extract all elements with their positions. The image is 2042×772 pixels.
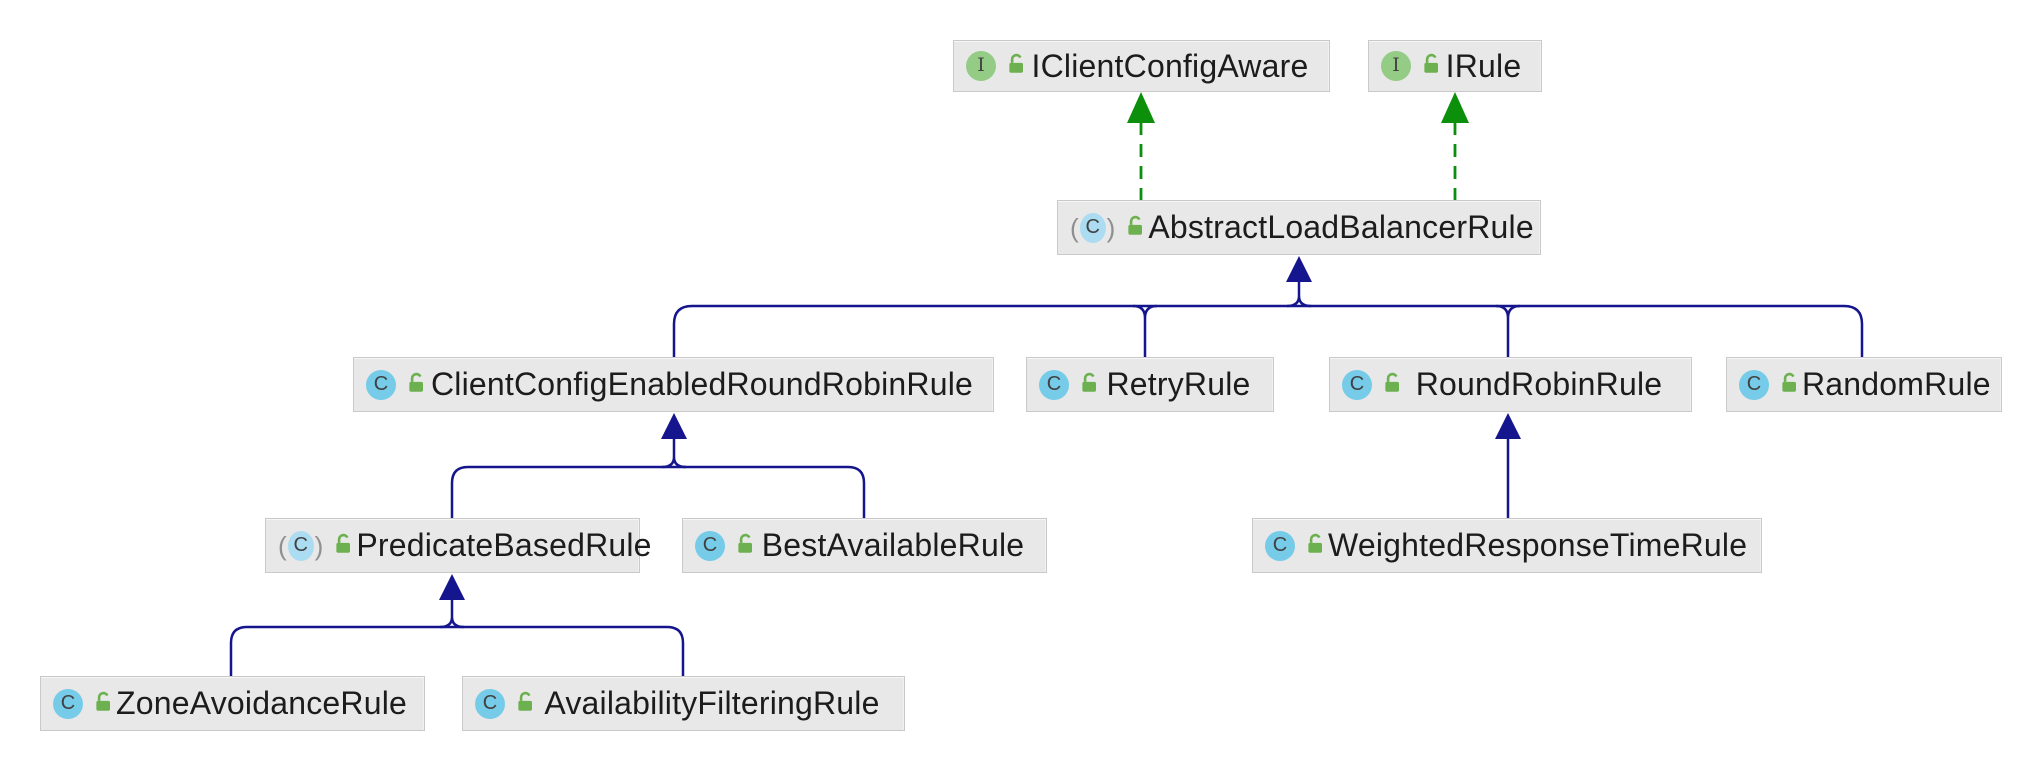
implements-edge-irule bbox=[1441, 92, 1469, 200]
class-name-label: WeightedResponseTimeRule bbox=[1328, 527, 1748, 563]
extends-arrowhead-icon bbox=[1286, 256, 1312, 282]
public-lock-icon bbox=[1424, 53, 1438, 73]
public-lock-icon bbox=[738, 533, 752, 553]
class-node-randomrule[interactable]: C RandomRule bbox=[1726, 357, 2002, 412]
class-name-label: BestAvailableRule bbox=[761, 527, 1025, 563]
class-node-availabilityfilteringrule[interactable]: C AvailabilityFilteringRule bbox=[462, 676, 905, 731]
class-node-zoneavoidancerule[interactable]: C ZoneAvoidanceRule bbox=[40, 676, 425, 731]
class-node-retryrule[interactable]: C RetryRule bbox=[1026, 357, 1274, 412]
public-lock-icon bbox=[1009, 53, 1023, 73]
public-lock-icon bbox=[96, 691, 110, 711]
class-name-label: RandomRule bbox=[1802, 366, 1991, 402]
abstract-class-node-predicatebasedrule[interactable]: C PredicateBasedRule bbox=[265, 518, 651, 573]
public-lock-icon bbox=[1385, 372, 1399, 392]
class-node-roundrobinrule[interactable]: C RoundRobinRule bbox=[1329, 357, 1692, 412]
abstract-class-icon: C bbox=[1070, 212, 1115, 243]
abstract-class-node-abstractloadbalancerrule[interactable]: C AbstractLoadBalancerRule bbox=[1057, 200, 1541, 255]
extends-arrowhead-icon bbox=[661, 413, 687, 439]
implements-edge-iclientconfigaware bbox=[1127, 92, 1155, 200]
public-lock-icon bbox=[336, 533, 351, 553]
extends-edge-to-roundrobinrule bbox=[1495, 413, 1521, 518]
class-name-label: IRule bbox=[1445, 47, 1522, 84]
class-name-label: IClientConfigAware bbox=[1031, 47, 1309, 84]
interface-icon: I bbox=[1381, 51, 1411, 81]
abstract-class-icon: C bbox=[278, 530, 323, 561]
extends-arrowhead-icon bbox=[439, 574, 465, 600]
implements-arrowhead-icon bbox=[1127, 92, 1155, 123]
class-icon: C bbox=[1039, 369, 1069, 400]
public-lock-icon bbox=[518, 691, 532, 711]
extends-edges-to-clientconfigenabledroundrobinrule bbox=[450, 413, 866, 518]
public-lock-icon bbox=[1128, 215, 1143, 235]
class-icon: C bbox=[366, 369, 396, 400]
class-icon: C bbox=[695, 530, 725, 561]
public-lock-icon bbox=[409, 372, 423, 392]
interface-icon: I bbox=[966, 51, 996, 81]
public-lock-icon bbox=[1308, 533, 1322, 553]
class-name-label: ZoneAvoidanceRule bbox=[116, 685, 408, 721]
class-icon: C bbox=[1739, 369, 1769, 400]
class-name-label: PredicateBasedRule bbox=[356, 527, 652, 563]
class-name-label: AbstractLoadBalancerRule bbox=[1148, 209, 1534, 245]
class-name-label: RetryRule bbox=[1106, 366, 1251, 402]
class-icon: C bbox=[1342, 369, 1372, 400]
public-lock-icon bbox=[1782, 372, 1796, 392]
interface-node-irule[interactable]: I IRule bbox=[1368, 40, 1542, 92]
class-icon: C bbox=[475, 688, 505, 719]
interface-node-iclientconfigaware[interactable]: I IClientConfigAware bbox=[953, 40, 1330, 92]
implements-arrowhead-icon bbox=[1441, 92, 1469, 123]
class-node-clientconfigenabledroundrobinrule[interactable]: C ClientConfigEnabledRoundRobinRule bbox=[353, 357, 994, 412]
class-icon: C bbox=[53, 688, 83, 719]
class-node-weightedresponsetimerule[interactable]: C WeightedResponseTimeRule bbox=[1252, 518, 1762, 573]
class-icon: C bbox=[1265, 530, 1295, 561]
class-name-label: ClientConfigEnabledRoundRobinRule bbox=[430, 366, 974, 402]
extends-arrowhead-icon bbox=[1495, 413, 1521, 439]
extends-edges-to-predicatebasedrule bbox=[229, 574, 685, 676]
public-lock-icon bbox=[1082, 372, 1096, 392]
class-name-label: RoundRobinRule bbox=[1415, 366, 1663, 402]
extends-edges-to-abstractloadbalancerrule bbox=[672, 256, 1864, 357]
class-name-label: AvailabilityFilteringRule bbox=[544, 685, 880, 721]
class-node-bestavailablerule[interactable]: C BestAvailableRule bbox=[682, 518, 1047, 573]
